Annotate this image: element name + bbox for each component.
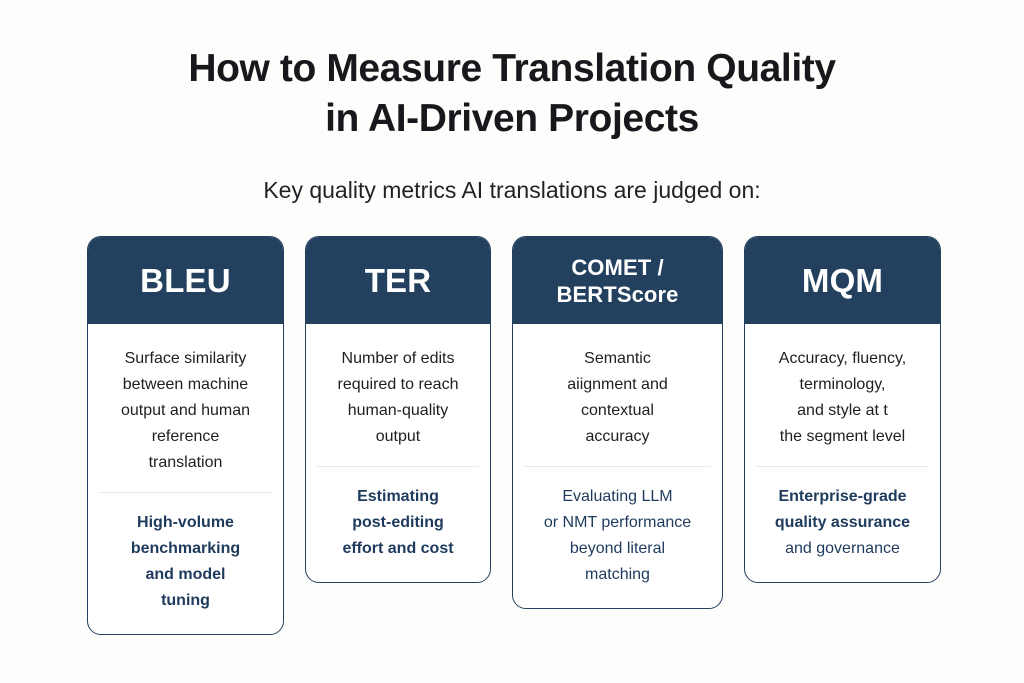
page-subtitle: Key quality metrics AI translations are … [263,177,761,203]
card-divider-ter [317,466,479,467]
card-header-bleu: BLEU [88,237,283,324]
card-usecase-comet-bertscore: Evaluating LLM or NMT performance beyond… [543,488,692,583]
card-title-mqm: MQM [801,261,884,299]
page-title: How to Measure Translation Quality in AI… [188,47,836,140]
card-spacer [756,450,929,466]
metric-card-mqm: MQM Accuracy, fluency, terminology, and … [744,236,941,583]
card-usecase-ter: Estimating post-editing effort and cost [342,488,454,557]
card-body-bleu: Surface similarity between machine outpu… [88,324,283,634]
card-usecase-mqm-regular: and governance [785,540,900,557]
card-title-comet-bertscore: COMET / BERTScore [556,254,679,307]
metric-cards-row: BLEU Surface similarity between machine … [87,236,941,635]
card-divider-bleu [99,492,272,493]
card-usecase-mqm-bold: Enterprise-grade quality assurance [774,488,911,531]
card-spacer [99,476,272,492]
card-description-bleu: Surface similarity between machine outpu… [121,350,250,471]
card-spacer [317,450,479,466]
card-usecase-bleu: High-volume benchmarking and model tunin… [130,514,241,609]
card-header-comet-bertscore: COMET / BERTScore [513,237,722,324]
card-header-mqm: MQM [745,237,940,324]
card-divider-mqm [756,466,929,467]
metric-card-comet-bertscore: COMET / BERTScore Semantic aiignment and… [512,236,723,609]
metric-card-ter: TER Number of edits required to reach hu… [305,236,491,583]
card-header-ter: TER [306,237,490,324]
card-description-ter: Number of edits required to reach human-… [337,350,459,445]
card-body-ter: Number of edits required to reach human-… [306,324,490,582]
card-title-ter: TER [364,261,432,299]
card-description-mqm: Accuracy, fluency, terminology, and styl… [778,350,907,445]
card-body-mqm: Accuracy, fluency, terminology, and styl… [745,324,940,582]
card-spacer [524,450,711,466]
metric-card-bleu: BLEU Surface similarity between machine … [87,236,284,635]
card-usecase-mqm: Enterprise-grade quality assurance and g… [756,467,929,582]
card-body-comet-bertscore: Semantic aiignment and contextual accura… [513,324,722,608]
card-title-bleu: BLEU [140,261,231,299]
card-divider-comet-bertscore [524,466,711,467]
heading-block: How to Measure Translation Quality in AI… [0,0,1024,205]
card-description-comet-bertscore: Semantic aiignment and contextual accura… [567,350,668,445]
